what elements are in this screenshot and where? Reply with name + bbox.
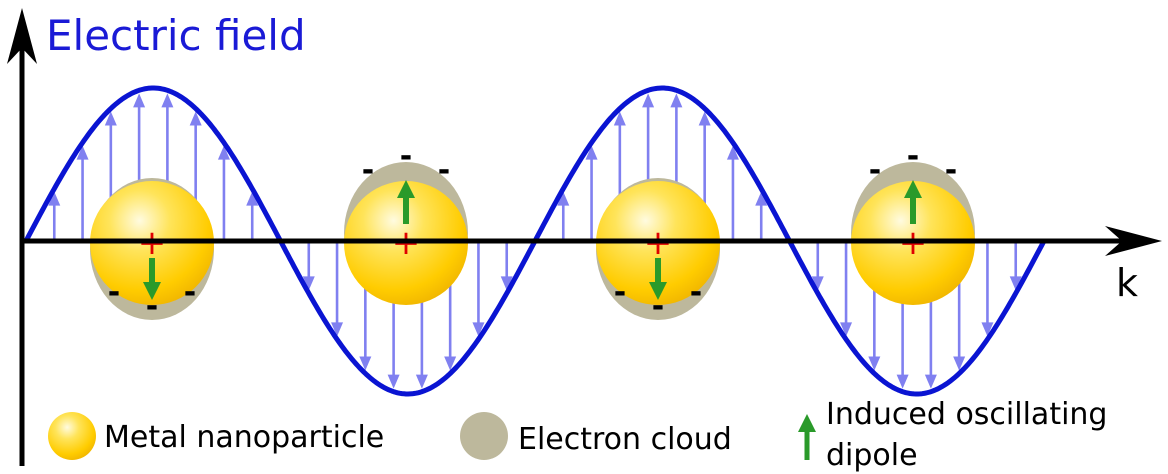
legend-electron-cloud-label: Electron cloud	[518, 422, 732, 457]
vertical-axis-arrowhead	[7, 8, 37, 64]
negative-charge: -	[108, 275, 120, 310]
axis-label-k: k	[1116, 261, 1138, 305]
negative-charge: -	[438, 153, 450, 188]
field-arrow	[585, 145, 598, 241]
nanoparticle: +---	[851, 139, 975, 305]
horizontal-axis-arrowhead	[1105, 226, 1162, 256]
legend: Metal nanoparticle Electron cloud Induce…	[48, 397, 1107, 473]
field-arrow	[726, 145, 739, 241]
field-arrow	[811, 241, 824, 291]
negative-charge: -	[869, 153, 881, 188]
field-arrow	[302, 241, 315, 291]
induced-dipole-arrow	[397, 180, 415, 224]
field-arrow	[76, 145, 89, 241]
negative-charge: -	[362, 153, 374, 188]
nanoparticle: +---	[596, 178, 720, 324]
induced-dipole-arrow	[143, 258, 161, 300]
negative-charge: -	[690, 275, 702, 310]
negative-charge: -	[146, 289, 158, 324]
field-arrow	[981, 241, 994, 337]
nanoparticle: +---	[90, 178, 214, 324]
legend-dipole-label-line1: Induced oscillating	[826, 397, 1107, 432]
legend-nanoparticle-icon	[48, 412, 96, 460]
legend-dipole-arrow-icon	[798, 414, 816, 460]
field-arrow	[1009, 241, 1022, 291]
negative-charge: -	[614, 275, 626, 310]
negative-charge: -	[907, 139, 919, 174]
field-arrow	[840, 241, 853, 337]
field-arrow	[755, 191, 768, 241]
negative-charge: -	[945, 153, 957, 188]
induced-dipole-arrow	[649, 258, 667, 300]
legend-nanoparticle-label: Metal nanoparticle	[104, 420, 384, 455]
induced-dipole-arrow	[904, 180, 922, 224]
nanoparticle: +---	[344, 139, 468, 305]
field-arrow	[500, 241, 513, 291]
legend-electron-cloud-icon	[460, 412, 508, 460]
field-arrows	[48, 93, 1022, 389]
title: Electric field	[46, 11, 306, 60]
negative-charge: -	[652, 289, 664, 324]
legend-dipole-label-line2: dipole	[826, 438, 918, 473]
field-arrow	[331, 241, 344, 337]
field-arrow	[48, 191, 61, 241]
field-arrow	[246, 191, 259, 241]
negative-charge: -	[400, 139, 412, 174]
axes	[7, 8, 1162, 466]
negative-charge: -	[184, 275, 196, 310]
field-arrow	[472, 241, 485, 337]
field-arrow	[557, 191, 570, 241]
field-arrow	[217, 145, 230, 241]
